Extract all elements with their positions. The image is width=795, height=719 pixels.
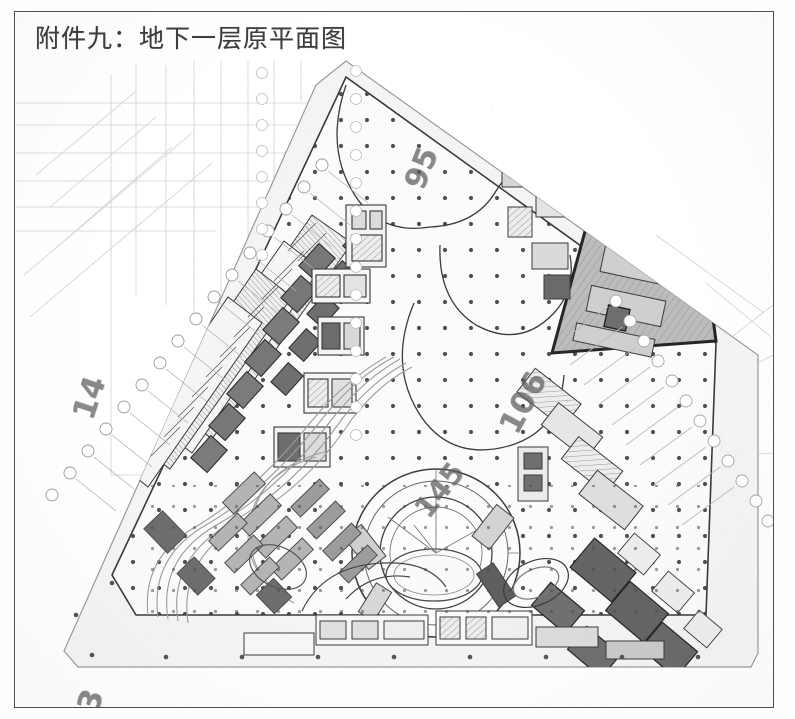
floor-plan-drawing: 951061451413102 bbox=[16, 55, 773, 707]
floor-plan-canvas: 951061451413102 bbox=[16, 55, 773, 707]
grid-bubbles-left bbox=[45, 158, 329, 502]
bottom-strip-rooms bbox=[243, 610, 665, 660]
floor-plan-svg bbox=[16, 60, 773, 668]
site-boundary-dots bbox=[73, 580, 701, 660]
grid-bubbles-top bbox=[256, 65, 362, 441]
upper-left-rooms bbox=[111, 82, 253, 182]
grid-bubbles-right bbox=[609, 294, 773, 528]
grid-leaders-left bbox=[75, 170, 369, 512]
grid-leaders-right bbox=[555, 306, 735, 526]
page-title: 附件九：地下一层原平面图 bbox=[35, 24, 348, 53]
